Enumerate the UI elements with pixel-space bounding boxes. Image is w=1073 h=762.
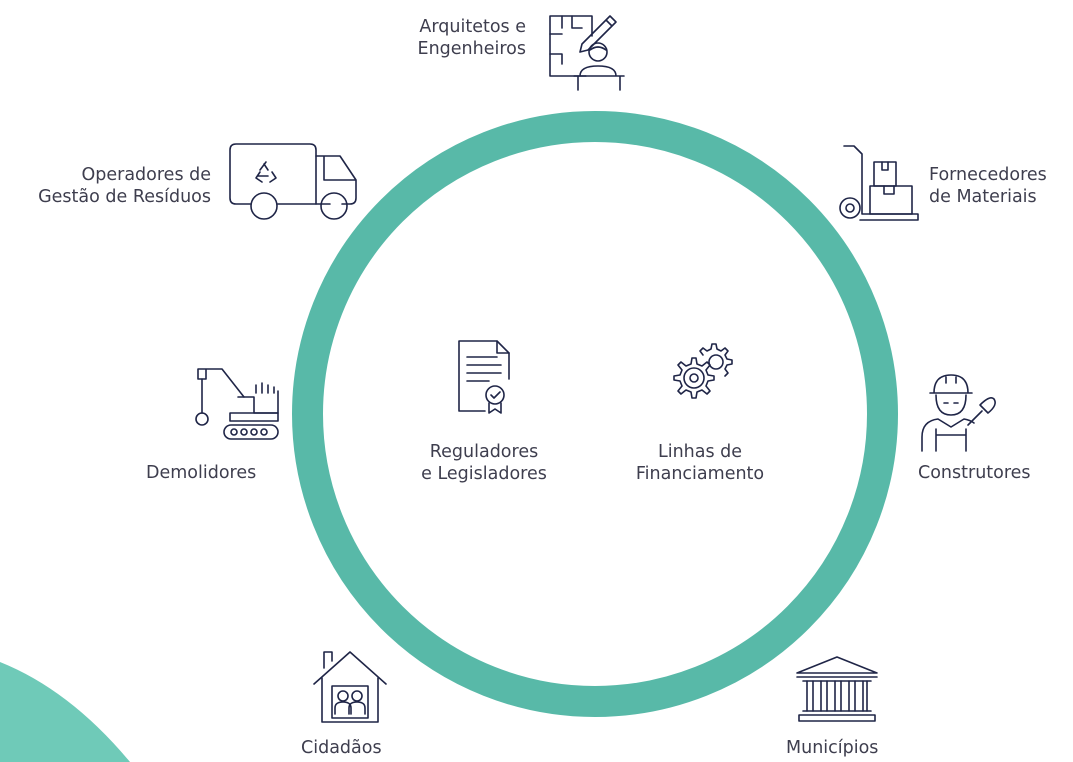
label-reguladores: Reguladores e Legisladores [421,441,547,485]
certificate-document-icon [457,339,511,413]
label-operadores-line1: Operadores de [81,165,211,185]
label-financiamento-line2: Financiamento [635,464,765,484]
architect-icon [548,14,632,94]
government-building-icon [793,655,881,725]
label-fornecedores-line1: Fornecedores [929,165,1047,185]
construction-worker-icon [918,373,996,453]
label-municipios: Municípios [786,737,878,759]
hand-truck-boxes-icon [838,142,922,222]
label-reguladores-line1: Reguladores [429,442,539,462]
label-reguladores-line2: e Legisladores [421,464,547,484]
label-demolidores: Demolidores [146,462,256,484]
label-operadores: Operadores de Gestão de Resíduos [38,164,211,208]
label-arquitetos-line2: Engenheiros [417,39,526,59]
excavator-wrecking-ball-icon [192,363,284,443]
label-arquitetos-line1: Arquitetos e [419,17,526,37]
label-construtores-line1: Construtores [918,463,1031,483]
label-operadores-line2: Gestão de Resíduos [38,187,211,207]
label-municipios-line1: Municípios [786,738,879,758]
recycling-truck-icon [228,142,362,222]
label-financiamento-line1: Linhas de [657,442,743,462]
label-construtores: Construtores [918,462,1031,484]
label-financiamento: Linhas de Financiamento [636,441,764,485]
house-people-icon [312,648,388,724]
label-fornecedores-line2: de Materiais [929,187,1037,207]
label-cidadaos: Cidadãos [301,737,382,759]
label-demolidores-line1: Demolidores [146,463,257,483]
label-fornecedores: Fornecedores de Materiais [929,164,1047,208]
gears-icon [664,340,742,418]
label-cidadaos-line1: Cidadãos [301,738,382,758]
label-arquitetos: Arquitetos e Engenheiros [418,16,526,60]
stakeholder-ring [292,111,898,717]
